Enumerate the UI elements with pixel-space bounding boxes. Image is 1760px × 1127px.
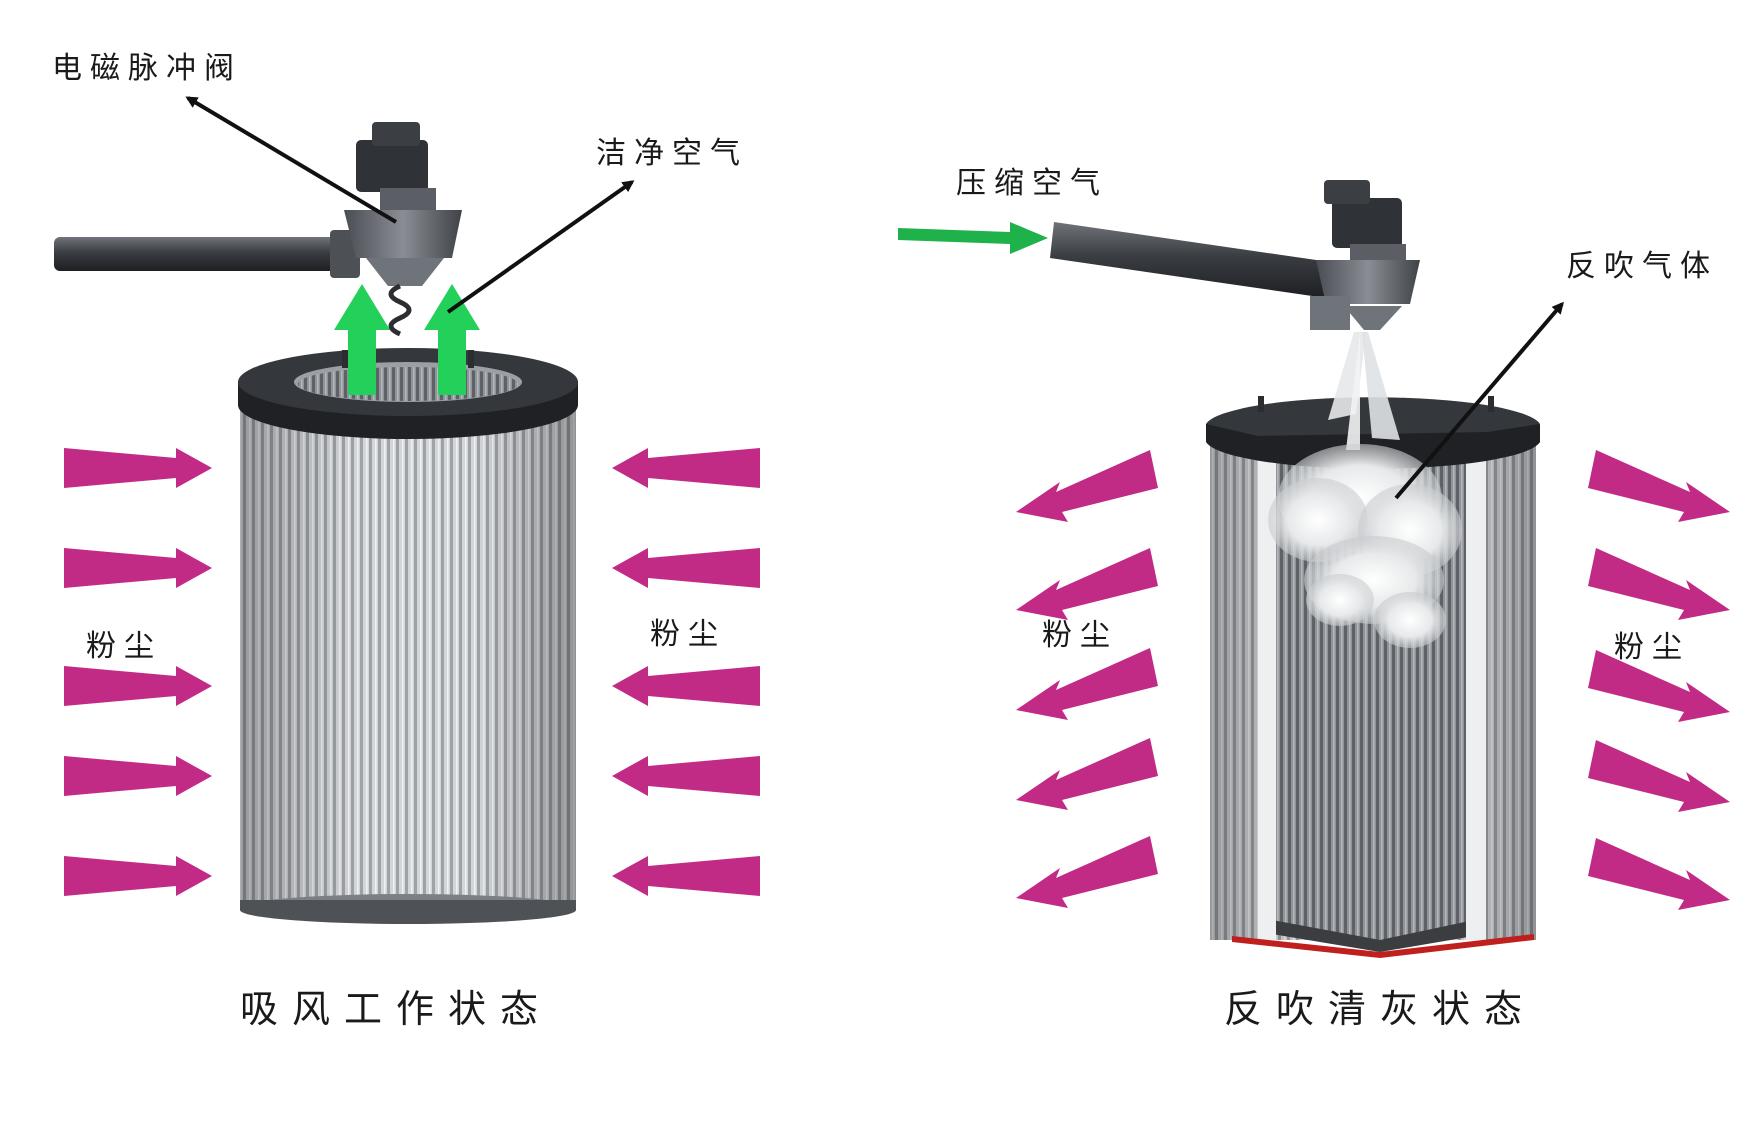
blowback-jet-cloud (1268, 332, 1462, 648)
dust-arrow (1588, 740, 1730, 812)
left-dust-arrows-inbound-right (612, 448, 760, 896)
right-header-pipe (1050, 222, 1330, 298)
blowback-gas-label: 反吹气体 (1566, 249, 1718, 284)
dust-arrow (64, 666, 212, 706)
dust-arrow (612, 448, 760, 488)
left-caption: 吸风工作状态 (240, 987, 552, 1031)
right-panel-blowback-state: 压缩空气 反吹气体 粉尘 粉尘 反吹清灰状态 (898, 166, 1730, 1031)
dust-arrow (64, 448, 212, 488)
dust-arrow (64, 856, 212, 896)
left-dust-label-right: 粉尘 (650, 617, 726, 652)
dust-arrow (1016, 450, 1158, 522)
dust-arrow (612, 856, 760, 896)
right-solenoid-valve (1310, 180, 1420, 330)
valve-pointer-line (185, 96, 398, 224)
dust-arrow (1016, 548, 1158, 620)
dust-arrow (1016, 648, 1158, 720)
compressed-air-arrow (898, 222, 1048, 254)
right-dust-label-left: 粉尘 (1042, 618, 1118, 653)
right-dust-arrows-outbound-right (1588, 450, 1730, 910)
blowback-gas-pointer-line (1394, 301, 1564, 500)
clean-air-label: 洁净空气 (596, 136, 748, 171)
dust-arrow (1016, 738, 1158, 810)
left-filter-cartridge (238, 348, 578, 924)
left-panel-suction-state: 电磁脉冲阀 洁净空气 粉尘 粉尘 吸风工作状态 (52, 51, 760, 1031)
left-clean-air-arrow-1 (334, 284, 390, 395)
dust-arrow (1016, 836, 1158, 908)
valve-label: 电磁脉冲阀 (52, 51, 242, 86)
left-header-pipe (54, 237, 354, 271)
dust-arrow (64, 548, 212, 588)
dust-arrow (64, 756, 212, 796)
dust-arrow (612, 548, 760, 588)
left-dust-arrows-inbound-left (64, 448, 212, 896)
dust-arrow (1588, 650, 1730, 722)
clean-air-pointer-line (446, 180, 635, 314)
dust-arrow (1588, 548, 1730, 620)
dust-arrow (1588, 450, 1730, 522)
left-clean-air-arrow-2 (424, 284, 480, 395)
right-caption: 反吹清灰状态 (1224, 987, 1536, 1031)
dust-arrow (1588, 838, 1730, 910)
left-solenoid-valve (344, 122, 462, 337)
compressed-air-label: 压缩空气 (956, 166, 1108, 201)
right-dust-label-right: 粉尘 (1614, 630, 1690, 665)
dust-arrow (612, 756, 760, 796)
left-dust-label-left: 粉尘 (86, 629, 162, 664)
dust-arrow (612, 666, 760, 706)
right-dust-arrows-outbound-left (1016, 450, 1158, 908)
